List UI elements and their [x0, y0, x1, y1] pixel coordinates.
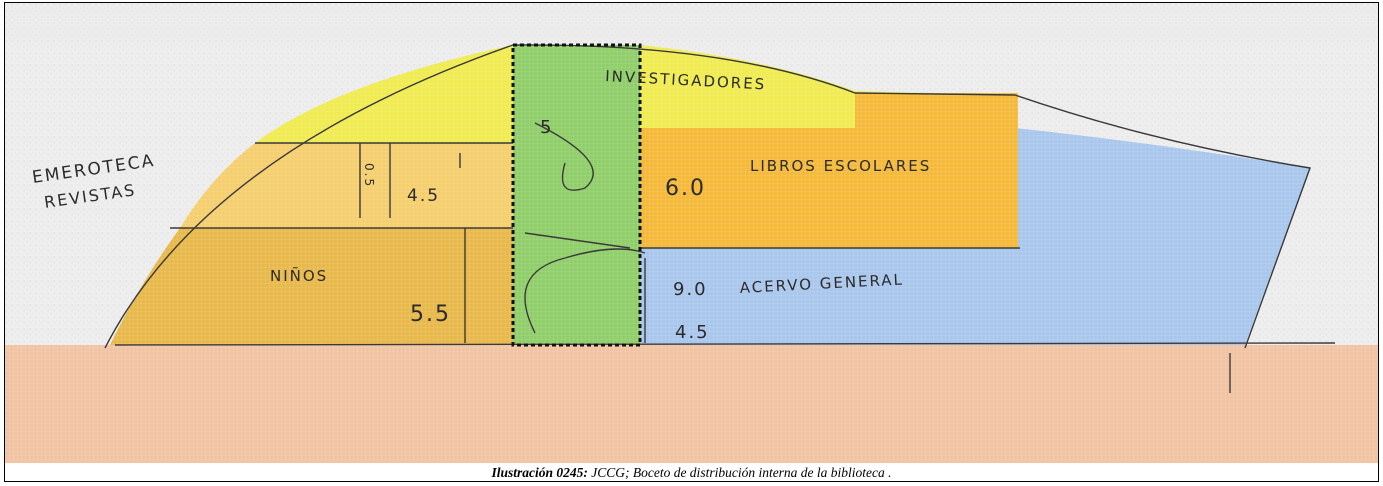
grid-overlay — [5, 45, 1378, 463]
circulation-border — [511, 43, 642, 347]
figure-frame: EMEROTECA REVISTAS INVESTIGADORES LIBROS… — [4, 2, 1379, 482]
label-ninos: NIÑOS — [270, 266, 328, 285]
pencil-lines — [104, 44, 1336, 393]
dim-circulation: 5 — [540, 117, 553, 138]
dim-revistas-depth: 0.5 — [362, 163, 376, 188]
dim-ninos: 5.5 — [410, 302, 451, 327]
caption-label: Ilustración 0245: — [491, 465, 588, 480]
figure-caption: Ilustración 0245: JCCG; Boceto de distri… — [5, 464, 1378, 481]
dim-acervo-top: 9.0 — [673, 279, 708, 300]
dim-acervo-bottom: 4.5 — [675, 322, 710, 343]
library-layout-sketch: EMEROTECA REVISTAS INVESTIGADORES LIBROS… — [5, 3, 1378, 463]
caption-text: JCCG; Boceto de distribución interna de … — [587, 465, 892, 480]
label-libros-escolares: LIBROS ESCOLARES — [750, 157, 931, 175]
dim-revistas-width: 4.5 — [407, 186, 440, 206]
dim-libros-escolares: 6.0 — [665, 176, 706, 201]
